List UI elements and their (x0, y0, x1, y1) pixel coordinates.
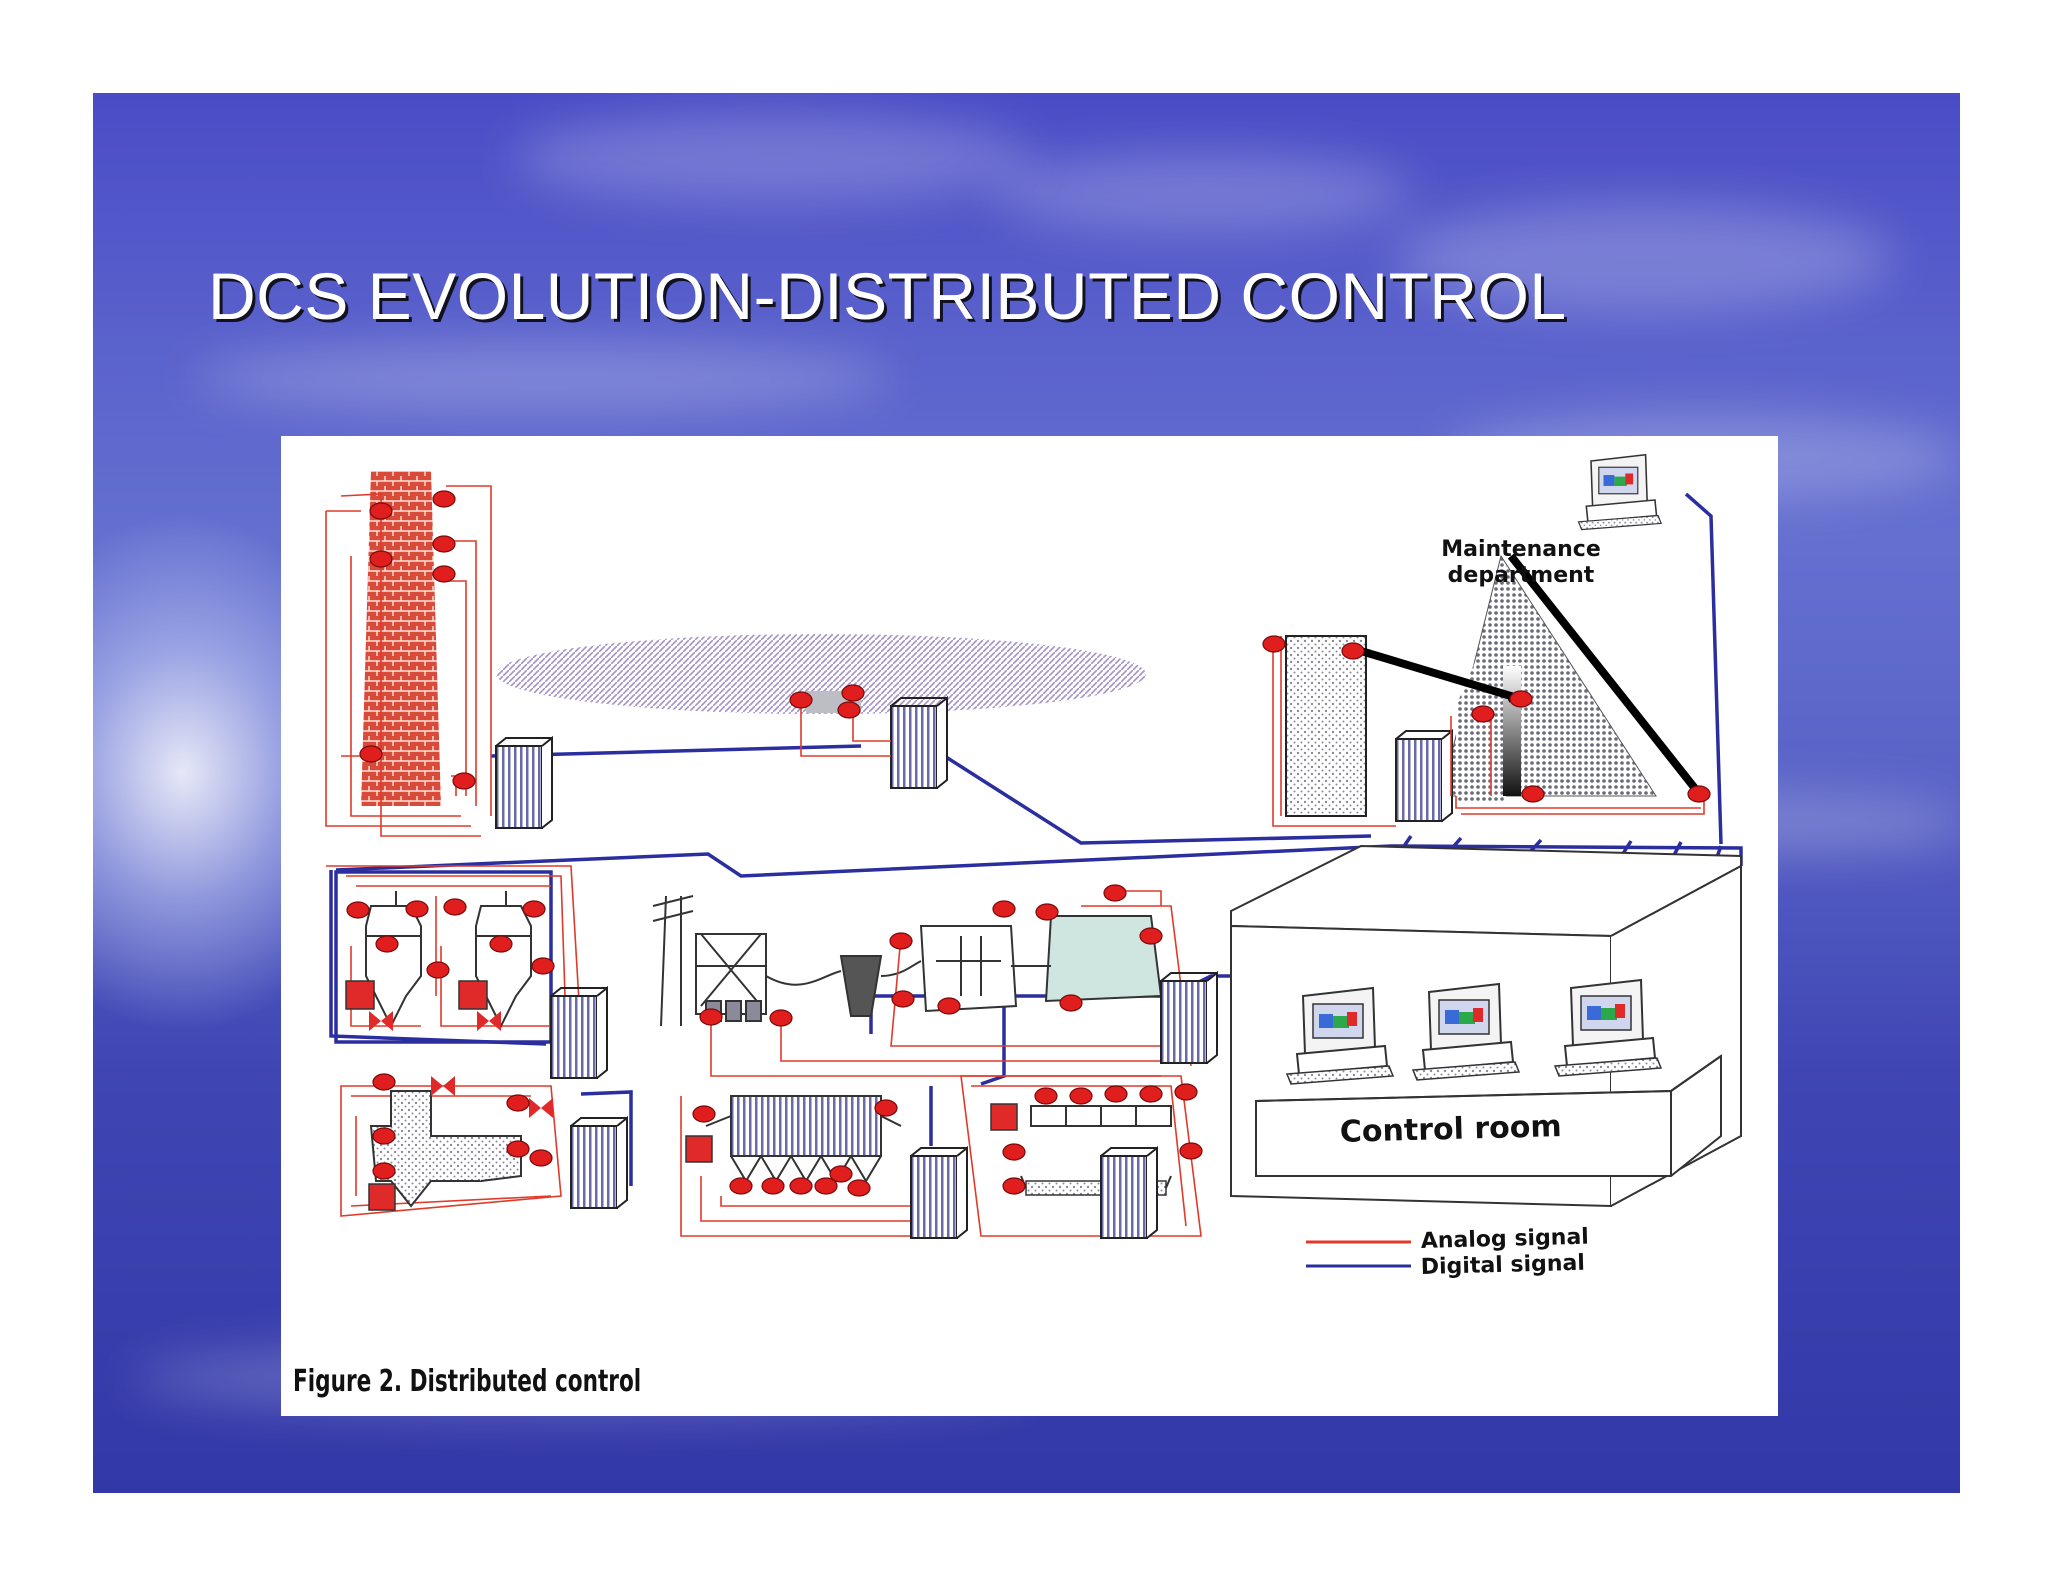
maintenance-label-1: Maintenance (1441, 537, 1601, 562)
legend-analog: Analog signal (1421, 1225, 1590, 1254)
switchyard (652, 895, 1163, 1027)
legend-digital: Digital signal (1421, 1251, 1586, 1280)
baghouse-block (680, 1095, 911, 1237)
figure-caption: Figure 2. Distributed control (293, 1364, 642, 1399)
control-room-label: Control room (1339, 1109, 1562, 1150)
plant-diagram: Maintenance department Control room Anal… (325, 453, 1743, 1280)
sensor-group (346, 490, 1711, 1197)
control-room-building (1230, 844, 1742, 1208)
distributed-control-figure: Maintenance department Control room Anal… (281, 436, 1778, 1416)
slide-title: DCS EVOLUTION-DISTRIBUTED CONTROL (208, 259, 1567, 333)
legend: Analog signal Digital signal (1306, 1225, 1589, 1280)
precipitator-block (326, 865, 582, 1044)
boiler-block (340, 1076, 562, 1217)
maintenance-label-2: department (1448, 563, 1595, 588)
